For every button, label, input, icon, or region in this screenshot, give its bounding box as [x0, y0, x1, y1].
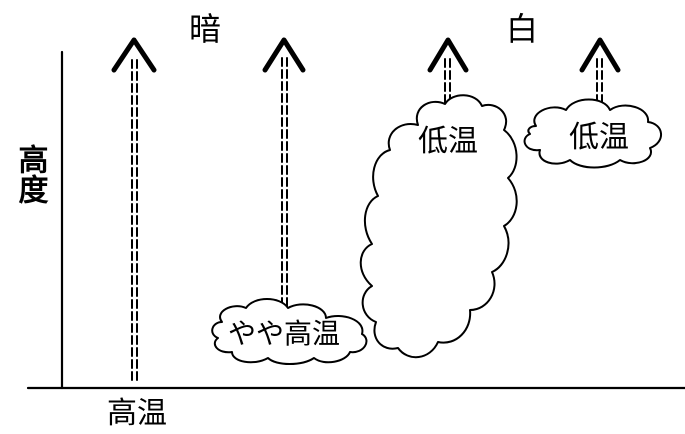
altitude-label: 高度 [13, 144, 49, 205]
slightly-high-temp-label: やや高温 [228, 317, 340, 350]
tall-cloud-temp-label: 低温 [418, 124, 478, 159]
small-cloud-temp-label: 低温 [569, 120, 629, 155]
low-cloud [211, 298, 368, 365]
small-cloud [523, 98, 662, 169]
radiation-arrow-slightly-high-temp [262, 37, 306, 307]
radiation-arrow-high-temp [111, 37, 157, 381]
high-temp-label: 高温 [107, 396, 167, 429]
tall-cloud [359, 94, 518, 358]
dark-label: 暗 [189, 10, 221, 48]
radiation-arrow-tall-cloud [427, 37, 469, 104]
radiation-arrow-small-cloud [579, 37, 621, 104]
white-label: 白 [506, 10, 538, 48]
